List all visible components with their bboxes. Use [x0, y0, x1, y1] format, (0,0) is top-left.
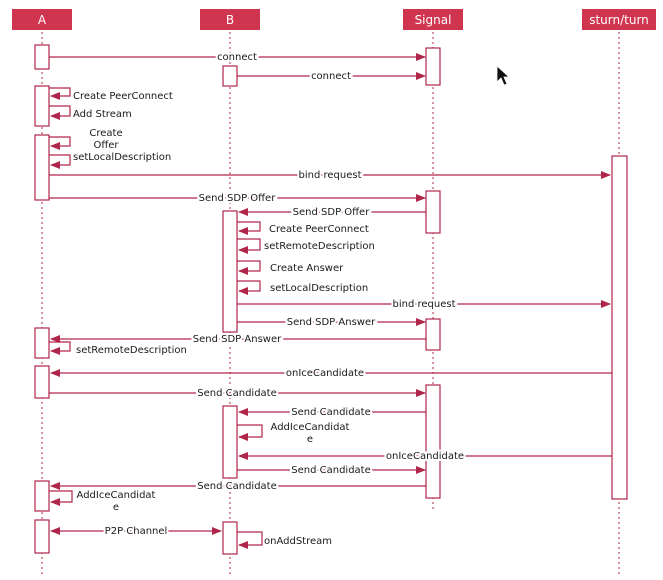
- label-bind-request-2: bind request: [392, 299, 455, 310]
- label-send-sdp-answer-1: Send SDP Answer: [287, 317, 376, 328]
- activation-b-1: [222, 65, 238, 87]
- label-addicecandidate-a-line2: e: [113, 502, 119, 513]
- label-onicecandidate-2: onIceCandidate: [386, 451, 464, 462]
- header-a: [12, 9, 72, 30]
- participant-headers: A B Signal sturn/turn: [12, 9, 656, 30]
- msg-self-setremote-b: [237, 238, 261, 254]
- label-send-sdp-answer-2: Send SDP Answer: [193, 334, 282, 345]
- msg-self-onaddstream-b: [237, 531, 263, 549]
- activation-turn-1: [611, 155, 628, 500]
- msg-self-setremote-a: [49, 341, 71, 355]
- label-onicecandidate-1: onIceCandidate: [286, 368, 364, 379]
- label-p2p-channel: P2P Channel: [105, 526, 168, 537]
- label-onaddstream: onAddStream: [264, 536, 332, 547]
- header-b: [200, 9, 260, 30]
- activation-a-3: [34, 134, 50, 201]
- msg-self-addicecandidate-b: [237, 424, 263, 441]
- activations: [34, 44, 628, 555]
- label-addicecandidate-b-line2: e: [307, 434, 313, 445]
- msg-self-add-stream-a: [49, 105, 71, 120]
- activation-a-1: [34, 44, 50, 70]
- activation-a-6: [34, 480, 50, 512]
- label-send-candidate-2: Send Candidate: [291, 407, 371, 418]
- header-signal-label: Signal: [415, 13, 452, 27]
- msg-self-create-offer-a: [49, 136, 71, 150]
- header-turn: [582, 9, 656, 30]
- label-send-candidate-4: Send Candidate: [197, 481, 277, 492]
- label-send-candidate-1: Send Candidate: [197, 388, 277, 399]
- label-create-offer-line2: Offer: [93, 140, 119, 151]
- header-b-label: B: [226, 13, 234, 27]
- label-create-peerconnect-b: Create PeerConnect: [269, 224, 369, 235]
- activation-b-3: [222, 405, 238, 479]
- header-turn-label: sturn/turn: [589, 13, 649, 27]
- msg-self-setlocal-a: [49, 154, 71, 169]
- label-setremote-b: setRemoteDescription: [264, 241, 375, 252]
- activation-a-5: [34, 365, 50, 399]
- label-addicecandidate-b-line1: AddIceCandidat: [271, 422, 350, 433]
- activation-signal-1: [425, 47, 441, 86]
- label-setremote-a: setRemoteDescription: [76, 345, 187, 356]
- label-addicecandidate-a-line1: AddIceCandidat: [77, 490, 156, 501]
- label-send-candidate-3: Send Candidate: [291, 465, 371, 476]
- message-labels: connect connect Create PeerConnect Add S…: [73, 50, 466, 547]
- activation-b-4: [222, 521, 238, 555]
- messages: [49, 53, 612, 549]
- label-add-stream: Add Stream: [73, 109, 132, 120]
- header-a-label: A: [38, 13, 47, 27]
- label-connect-1: connect: [217, 52, 257, 63]
- header-signal: [403, 9, 463, 30]
- activation-signal-2: [425, 190, 441, 234]
- activation-signal-4: [425, 384, 441, 499]
- label-send-sdp-offer-1: Send SDP Offer: [199, 193, 277, 204]
- msg-self-create-peerconnect-a: [49, 87, 71, 100]
- label-connect-2: connect: [311, 71, 351, 82]
- label-bind-request-1: bind request: [298, 170, 361, 181]
- label-send-sdp-offer-2: Send SDP Offer: [293, 207, 371, 218]
- activation-b-2: [222, 210, 238, 333]
- activation-a-7: [34, 519, 50, 554]
- label-create-peerconnect-a: Create PeerConnect: [73, 91, 173, 102]
- activation-a-4: [34, 327, 50, 359]
- label-setlocal-a: setLocalDescription: [73, 152, 171, 163]
- activation-signal-3: [425, 318, 441, 351]
- msg-self-create-answer-b: [237, 260, 261, 275]
- label-create-answer: Create Answer: [270, 263, 344, 274]
- label-create-offer-line1: Create: [89, 128, 122, 139]
- label-setlocal-b: setLocalDescription: [270, 283, 368, 294]
- msg-self-setlocal-b: [237, 280, 261, 295]
- msg-self-create-peerconnect-b: [237, 221, 261, 235]
- mouse-cursor-icon: [496, 65, 511, 86]
- activation-a-2: [34, 85, 50, 127]
- msg-self-addicecandidate-a: [49, 490, 73, 506]
